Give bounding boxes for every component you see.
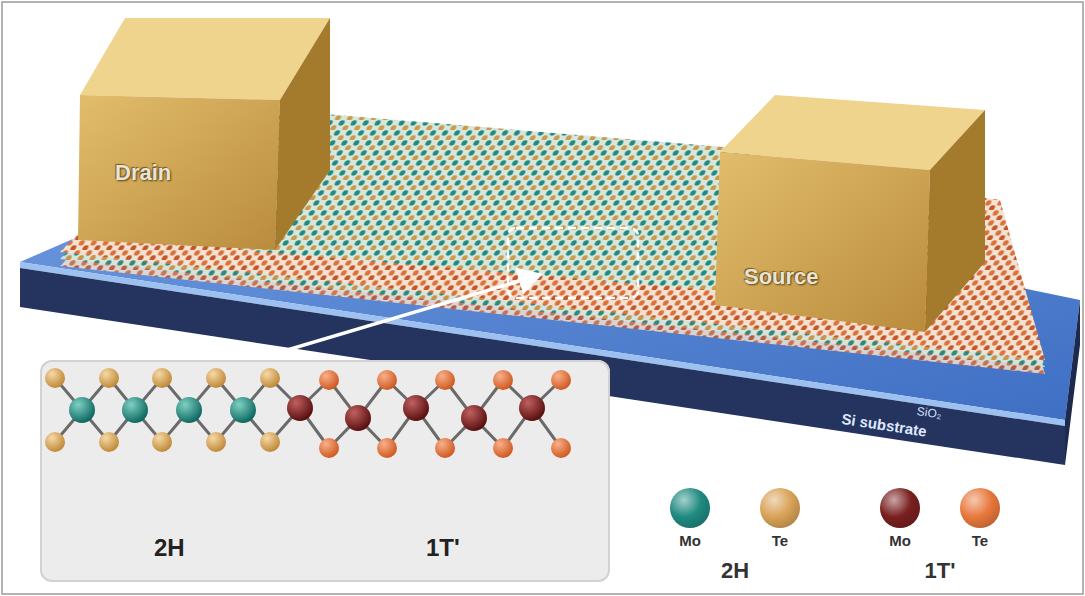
legend-text: Te [950,532,1010,549]
atom-swatch [760,488,800,528]
source-electrode: Source [722,160,922,320]
legend-text: Mo [870,532,930,549]
electrode-label: Drain [115,160,171,186]
phase-label: 2H [154,534,185,562]
drain-electrode: Drain [85,108,275,243]
legend-text: Te [750,532,810,549]
atom-swatch [960,488,1000,528]
atom-swatch [670,488,710,528]
legend-text: Mo [660,532,720,549]
electrode-label: Source [744,264,819,290]
legend-group-label: 1T' [900,558,980,584]
phase-inset: 2H 1T' [40,360,610,582]
atom-swatch [880,488,920,528]
phase-label: 1T' [426,534,460,562]
legend-group-label: 2H [695,558,775,584]
